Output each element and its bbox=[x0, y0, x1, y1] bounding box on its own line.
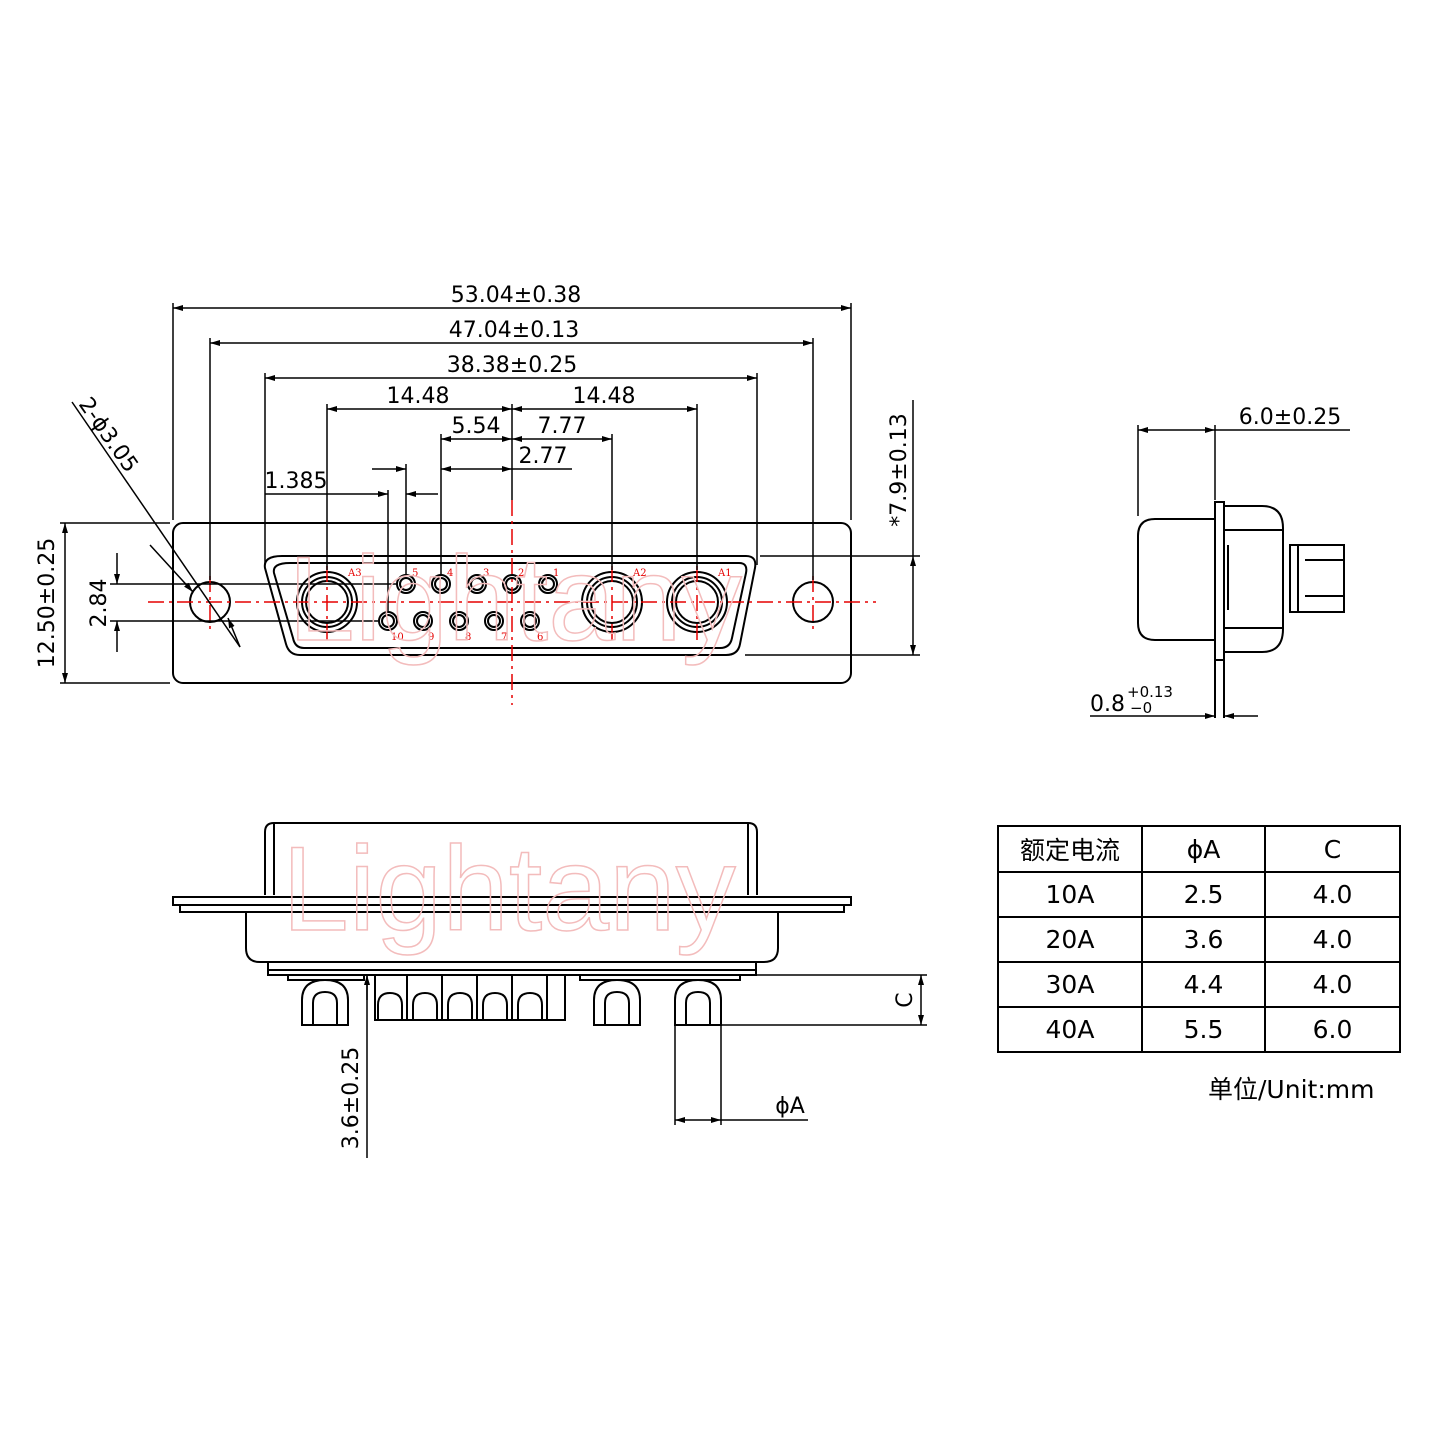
pin-labels: A3 5 4 3 2 1 A2 A1 10 9 8 7 6 bbox=[347, 568, 732, 643]
svg-text:38.38±0.25: 38.38±0.25 bbox=[447, 353, 577, 378]
svg-text:47.04±0.13: 47.04±0.13 bbox=[449, 318, 579, 343]
svg-text:3.6±0.25: 3.6±0.25 bbox=[339, 1047, 364, 1149]
header-diameter-a: ϕA bbox=[1141, 825, 1266, 873]
bottom-dimension-texts: C ϕA 3.6±0.25 bbox=[339, 992, 918, 1149]
svg-text:2.84: 2.84 bbox=[87, 579, 112, 628]
svg-text:9: 9 bbox=[428, 632, 434, 643]
header-c: C bbox=[1264, 825, 1401, 873]
svg-text:0.8: 0.8 bbox=[1090, 692, 1125, 717]
table-row: 30A 4.4 4.0 bbox=[997, 961, 1401, 1008]
table-row: 40A 5.5 6.0 bbox=[997, 1006, 1401, 1053]
table-header-row: 额定电流 ϕA C bbox=[997, 825, 1401, 873]
svg-text:10: 10 bbox=[391, 632, 404, 643]
side-flange bbox=[1214, 501, 1225, 661]
table-cell: 40A bbox=[997, 1006, 1143, 1053]
table-cell: 5.5 bbox=[1141, 1006, 1266, 1053]
side-dimension-texts: 6.0±0.25 0.8 +0.13 −0 bbox=[1090, 405, 1341, 717]
bottom-dimension-lines bbox=[364, 974, 927, 1158]
watermark-bottom: Lightany bbox=[282, 822, 736, 956]
bottom-shell-top bbox=[264, 822, 758, 895]
svg-text:A1: A1 bbox=[717, 568, 732, 579]
svg-text:−0: −0 bbox=[1130, 699, 1152, 717]
svg-text:4: 4 bbox=[447, 568, 453, 579]
table-cell: 4.0 bbox=[1264, 961, 1401, 1008]
bottom-signal-pins bbox=[374, 974, 566, 1021]
bottom-coax-cup-a3 bbox=[301, 978, 349, 1026]
svg-text:1: 1 bbox=[553, 568, 559, 579]
svg-text:A3: A3 bbox=[347, 568, 362, 579]
table-cell: 2.5 bbox=[1141, 871, 1266, 918]
table-cell: 4.0 bbox=[1264, 916, 1401, 963]
svg-text:C: C bbox=[893, 992, 918, 1007]
svg-text:5: 5 bbox=[412, 568, 418, 579]
svg-text:53.04±0.38: 53.04±0.38 bbox=[451, 283, 581, 308]
watermark-front: Lightany bbox=[288, 532, 742, 666]
table-cell: 30A bbox=[997, 961, 1143, 1008]
table-cell: 4.4 bbox=[1141, 961, 1266, 1008]
d-shell-inner bbox=[272, 562, 748, 649]
bottom-coax-cup-a2 bbox=[593, 978, 641, 1026]
svg-text:7: 7 bbox=[501, 632, 507, 643]
svg-text:14.48: 14.48 bbox=[387, 384, 450, 409]
svg-text:14.48: 14.48 bbox=[573, 384, 636, 409]
svg-text:8: 8 bbox=[465, 632, 471, 643]
svg-text:*7.9±0.13: *7.9±0.13 bbox=[887, 413, 912, 526]
svg-text:3: 3 bbox=[483, 568, 489, 579]
svg-text:2: 2 bbox=[518, 568, 524, 579]
table-cell: 4.0 bbox=[1264, 871, 1401, 918]
side-view bbox=[1137, 501, 1345, 718]
bottom-coax-cup-a1 bbox=[674, 978, 722, 1026]
svg-text:+0.13: +0.13 bbox=[1127, 683, 1173, 701]
svg-text:A2: A2 bbox=[632, 568, 647, 579]
table-cell: 20A bbox=[997, 916, 1143, 963]
svg-text:12.50±0.25: 12.50±0.25 bbox=[35, 538, 60, 668]
bottom-view bbox=[172, 822, 852, 1026]
table-cell: 6.0 bbox=[1264, 1006, 1401, 1053]
svg-text:2.77: 2.77 bbox=[519, 444, 568, 469]
table-row: 20A 3.6 4.0 bbox=[997, 916, 1401, 963]
svg-text:6.0±0.25: 6.0±0.25 bbox=[1239, 405, 1341, 430]
table-row: 10A 2.5 4.0 bbox=[997, 871, 1401, 918]
svg-text:2-ϕ3.05: 2-ϕ3.05 bbox=[73, 393, 142, 477]
svg-text:5.54: 5.54 bbox=[452, 414, 501, 439]
side-body-front bbox=[1137, 518, 1215, 641]
table-cell: 10A bbox=[997, 871, 1143, 918]
svg-text:6: 6 bbox=[537, 632, 543, 643]
svg-text:1.385: 1.385 bbox=[265, 469, 328, 494]
header-rated-current: 额定电流 bbox=[997, 825, 1143, 873]
front-dimension-lines bbox=[60, 303, 920, 684]
svg-text:ϕA: ϕA bbox=[775, 1094, 805, 1119]
unit-note: 单位/Unit:mm bbox=[1208, 1075, 1375, 1104]
side-body-rear bbox=[1224, 505, 1284, 653]
spec-table: 额定电流 ϕA C 10A 2.5 4.0 20A 3.6 4.0 30A 4.… bbox=[997, 825, 1401, 1053]
side-dimension-lines bbox=[1090, 425, 1350, 719]
svg-text:7.77: 7.77 bbox=[538, 414, 587, 439]
side-terminal bbox=[1289, 544, 1345, 613]
table-cell: 3.6 bbox=[1141, 916, 1266, 963]
